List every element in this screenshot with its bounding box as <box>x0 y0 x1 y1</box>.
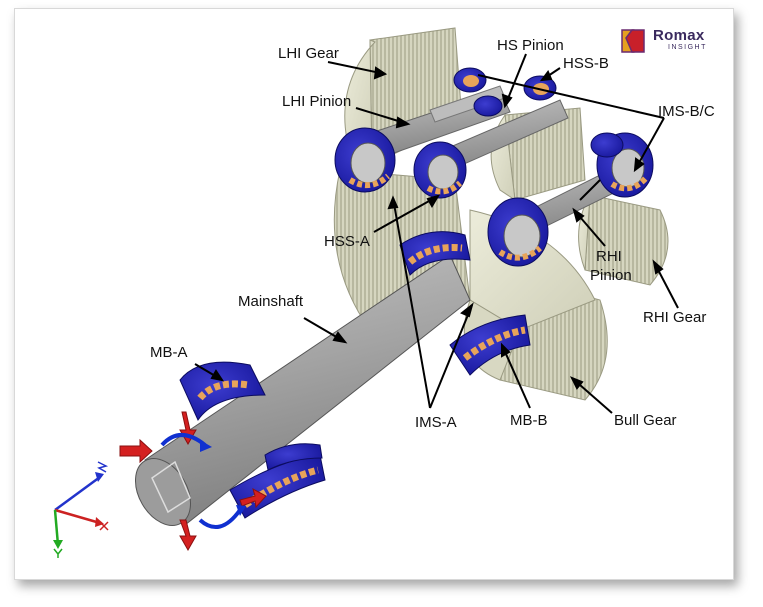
moment-arrow-lower <box>198 508 242 530</box>
label-rhi-gear: RHI Gear <box>643 309 707 326</box>
label-hss-a: HSS-A <box>324 233 370 250</box>
bull-gear <box>333 169 608 401</box>
load-arrows <box>119 411 267 552</box>
bearing-lhi-b <box>453 67 487 93</box>
axis-z <box>54 475 101 512</box>
leader-lines <box>194 53 679 414</box>
logo-subtitle: INSIGHT <box>668 44 707 51</box>
bearing-mb-b <box>399 231 531 376</box>
label-ims-bc: IMS-B/C <box>658 103 715 120</box>
axis-x <box>54 508 101 525</box>
bearing-lhi <box>334 127 396 193</box>
bearing-mb-a-upper <box>179 361 266 422</box>
mainshaft-body <box>135 254 471 526</box>
rhi-gear <box>578 194 669 286</box>
label-mb-b: MB-B <box>510 412 548 429</box>
axis-y <box>53 509 60 546</box>
bearings <box>179 67 654 519</box>
label-hs-pinion: HS Pinion <box>497 37 564 54</box>
bearing-hss-a <box>413 141 467 199</box>
label-lhi-gear: LHI Gear <box>278 45 339 62</box>
label-mainshaft: Mainshaft <box>238 293 304 310</box>
axis-triad <box>53 461 109 558</box>
logo-name: Romax <box>653 27 705 44</box>
label-ims-a: IMS-A <box>415 414 457 431</box>
bearing-ims-b <box>487 197 549 267</box>
label-bull-gear: Bull Gear <box>614 412 677 429</box>
label-hss-b: HSS-B <box>563 55 609 72</box>
label-lhi-pinion: LHI Pinion <box>282 93 352 110</box>
bearing-ims-upper <box>473 95 624 158</box>
label-rhi-pinion-line2: Pinion <box>590 267 632 284</box>
label-mb-a: MB-A <box>150 344 188 361</box>
label-rhi-pinion-line1: RHI <box>596 248 622 265</box>
romax-logo-icon <box>621 29 645 53</box>
